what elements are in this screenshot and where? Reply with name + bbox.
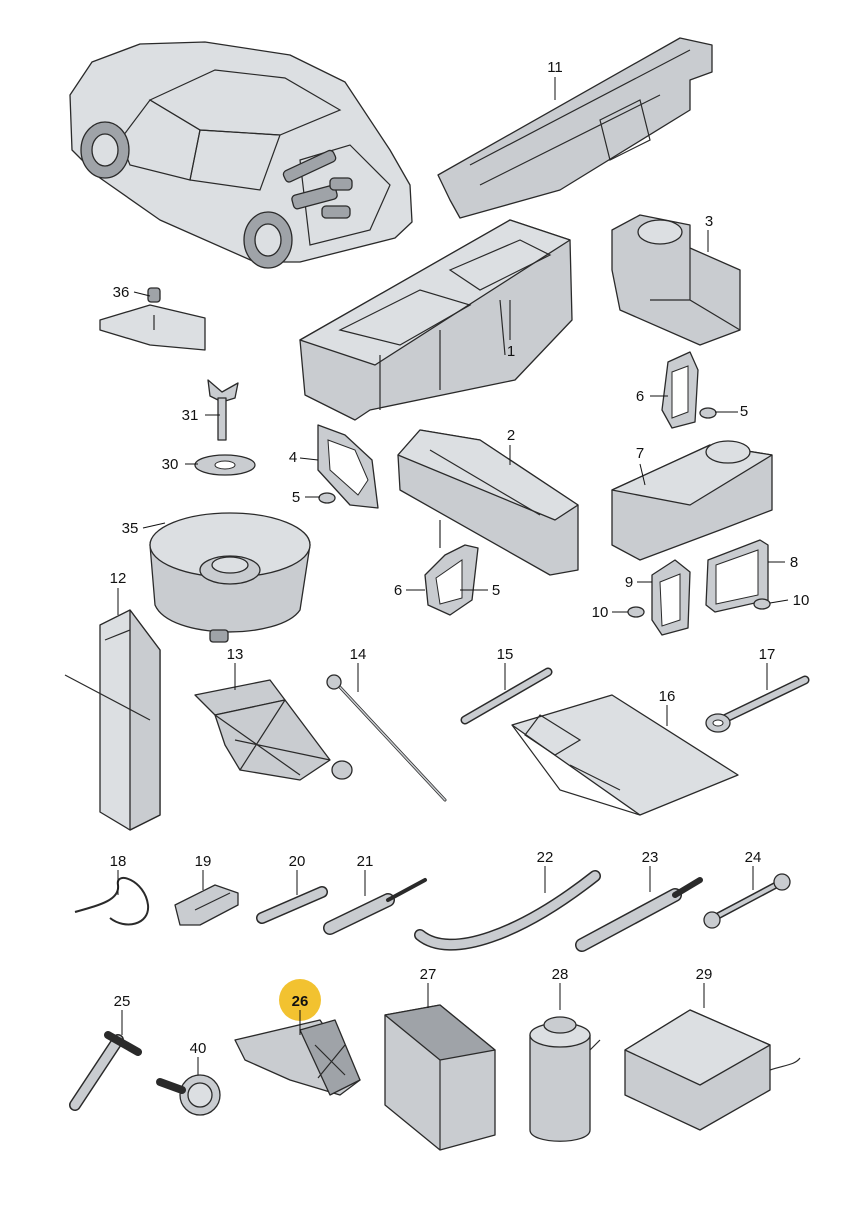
part-30-washer	[194, 454, 256, 476]
callout-5-upper: 5	[740, 403, 748, 420]
part-28-sealant-bottle	[529, 1016, 601, 1142]
part-10-nut-a	[627, 606, 645, 618]
part-2-tray	[397, 429, 579, 576]
part-40-pressure-gauge	[156, 1074, 221, 1116]
part-35-wheel-well	[149, 512, 311, 643]
callout-6-middle: 6	[394, 582, 402, 599]
callout-1: 1	[507, 343, 515, 360]
part-21-socket-tool	[323, 878, 427, 935]
part-8-frame	[705, 539, 769, 613]
part-1-foam-tray	[299, 219, 573, 421]
part-7-storage-box	[611, 440, 773, 561]
callout-19: 19	[195, 853, 212, 870]
callout-24: 24	[745, 849, 762, 866]
part-13-scissor-jack	[194, 679, 353, 781]
callout-31: 31	[182, 407, 199, 424]
part-24-spanner	[703, 873, 791, 929]
callout-28: 28	[552, 966, 569, 983]
part-11-cargo-cover	[437, 37, 713, 219]
part-36-clip	[99, 287, 206, 351]
part-16-tool-bag	[511, 694, 739, 816]
part-26-wheel-chock	[234, 1019, 361, 1096]
part-12-cover-bag	[64, 609, 161, 831]
callout-13: 13	[227, 646, 244, 663]
callout-10-left: 10	[592, 604, 609, 621]
callout-27: 27	[420, 966, 437, 983]
callout-2: 2	[507, 427, 515, 444]
callout-3: 3	[705, 213, 713, 230]
callout-15: 15	[497, 646, 514, 663]
callout-22: 22	[537, 849, 554, 866]
part-15-rod	[460, 667, 553, 725]
part-14-lever	[326, 674, 447, 802]
part-29-compressor	[624, 1009, 801, 1131]
callout-20: 20	[289, 853, 306, 870]
callout-21: 21	[357, 853, 374, 870]
part-6-bracket-a	[661, 351, 699, 429]
callout-5-middle: 5	[492, 582, 500, 599]
vehicle-illustration	[69, 41, 413, 269]
part-23-screwdriver	[575, 877, 703, 952]
callout-25: 25	[114, 993, 131, 1010]
callout-36: 36	[113, 284, 130, 301]
callout-29: 29	[696, 966, 713, 983]
part-25-valve-tool	[69, 1031, 142, 1111]
callout-26: 26	[292, 993, 309, 1010]
part-17-wrench	[705, 675, 810, 733]
part-4-frame	[317, 424, 379, 509]
callout-9: 9	[625, 574, 633, 591]
part-6-bracket-b	[424, 520, 479, 616]
part-19-clip	[174, 884, 239, 926]
callout-7: 7	[636, 445, 644, 462]
callout-10-right: 10	[793, 592, 810, 609]
callout-12: 12	[110, 570, 127, 587]
callout-40: 40	[190, 1040, 207, 1057]
part-9-bracket	[651, 559, 691, 636]
part-22-bent-rod	[414, 870, 601, 951]
leader-lines	[117, 77, 789, 1075]
callout-5-left: 5	[292, 489, 300, 506]
callout-14: 14	[350, 646, 367, 663]
part-31-wing-bolt	[207, 379, 239, 441]
highlight-badge	[279, 979, 321, 1021]
callout-17: 17	[759, 646, 776, 663]
callout-35: 35	[122, 520, 139, 537]
part-27-box	[384, 1004, 496, 1151]
callout-labels: 11 3 36 1 6 5 31 4 30 2 7 5 35 12 6 5 9 …	[110, 59, 810, 1057]
part-3-storage-box	[611, 214, 741, 346]
part-18-wire-hook	[74, 876, 150, 926]
callout-11: 11	[547, 59, 563, 76]
callout-8: 8	[790, 554, 798, 571]
callout-16: 16	[659, 688, 676, 705]
part-20-pin	[256, 886, 328, 924]
part-10-nut-b	[753, 598, 771, 610]
callout-18: 18	[110, 853, 127, 870]
part-5-nut-a	[318, 492, 336, 504]
part-5-nut-b	[699, 407, 717, 419]
callout-23: 23	[642, 849, 659, 866]
callout-6-upper: 6	[636, 388, 644, 405]
callout-4: 4	[289, 449, 297, 466]
callout-30: 30	[162, 456, 179, 473]
